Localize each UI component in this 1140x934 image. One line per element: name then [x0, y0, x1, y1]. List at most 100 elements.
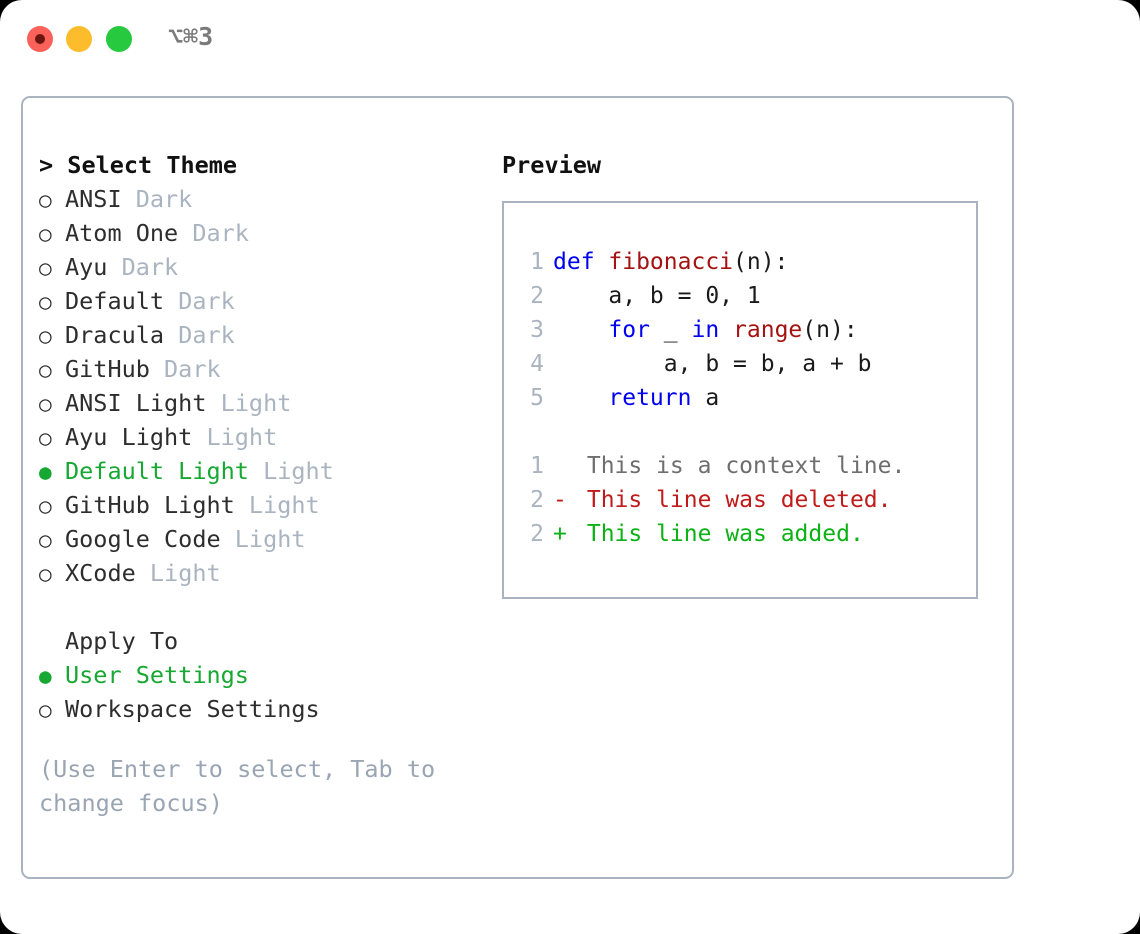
theme-item-mode-badge: Light	[192, 423, 278, 451]
radio-unselected-icon: ○	[39, 528, 52, 552]
line-number: 2	[530, 521, 544, 547]
theme-item-label: GitHub	[65, 355, 150, 383]
radio-unselected-icon: ○	[39, 698, 52, 722]
theme-item-xcode[interactable]: ○ XCode Light	[39, 556, 479, 590]
line-number: 4	[530, 351, 544, 377]
code-line: 5 return a	[518, 381, 976, 415]
code-token: _	[649, 317, 692, 343]
close-button[interactable]	[27, 26, 53, 52]
theme-item-ayu[interactable]: ○ Ayu Dark	[39, 250, 479, 284]
keyboard-hint: (Use Enter to select, Tab to change focu…	[39, 755, 436, 817]
theme-item-label: Ayu	[65, 253, 108, 281]
diff-sample: 1 This is a context line.2- This line wa…	[518, 449, 976, 551]
code-token: def	[553, 249, 609, 275]
diff-text: This line was deleted.	[573, 487, 892, 513]
section-spacer	[39, 590, 479, 624]
theme-list[interactable]: ○ANSI Dark○Atom One Dark○Ayu Dark○Defaul…	[39, 182, 479, 590]
apply-to-item-user-settings[interactable]: ● User Settings	[39, 658, 479, 692]
theme-item-ansi[interactable]: ○ANSI Dark	[39, 182, 479, 216]
theme-item-mode-badge: Dark	[149, 355, 221, 383]
theme-item-label: XCode	[65, 559, 136, 587]
maximize-button[interactable]	[106, 26, 132, 52]
theme-item-mode-badge: Light	[206, 389, 292, 417]
theme-picker-window: > Select Theme ○ANSI Dark○Atom One Dark○…	[21, 96, 1014, 879]
theme-item-mode-badge: Light	[135, 559, 221, 587]
code-token	[553, 385, 608, 411]
theme-item-mode-badge: Dark	[164, 287, 235, 315]
code-token: (n):	[802, 317, 858, 343]
theme-item-mode-badge: Light	[248, 457, 334, 485]
radio-unselected-icon: ○	[39, 562, 52, 586]
theme-item-mode-badge: Dark	[164, 321, 235, 349]
radio-unselected-icon: ○	[39, 426, 52, 450]
line-number: 2	[530, 283, 544, 309]
theme-item-label: ANSI	[65, 185, 122, 213]
theme-item-github[interactable]: ○ GitHub Dark	[39, 352, 479, 386]
theme-item-github-light[interactable]: ○GitHub Light Light	[39, 488, 479, 522]
theme-item-ansi-light[interactable]: ○ANSI Light Light	[39, 386, 479, 420]
close-icon	[35, 34, 45, 44]
line-number: 3	[530, 317, 544, 343]
code-token: range	[733, 317, 803, 343]
code-token: a	[691, 385, 720, 411]
apply-to-item-workspace-settings[interactable]: ○Workspace Settings	[39, 692, 479, 726]
code-token: (n):	[733, 249, 789, 275]
diff-line: 1 This is a context line.	[518, 449, 976, 483]
preview-title: Preview	[502, 151, 602, 179]
radio-unselected-icon: ○	[39, 358, 52, 382]
code-diff-separator	[518, 415, 976, 449]
diff-text: This line was added.	[573, 521, 864, 547]
code-line: 4 a, b = b, a + b	[518, 347, 976, 381]
code-token: a, b = 0, 1	[553, 283, 761, 309]
diff-marker: -	[553, 487, 567, 513]
select-theme-header: > Select Theme	[39, 148, 479, 182]
minimize-button[interactable]	[66, 26, 92, 52]
line-number: 5	[530, 385, 544, 411]
theme-item-mode-badge: Light	[234, 491, 320, 519]
apply-to-header-label: Apply To	[65, 627, 179, 655]
radio-unselected-icon: ○	[39, 290, 52, 314]
theme-item-mode-badge: Dark	[121, 185, 193, 213]
theme-item-mode-badge: Light	[220, 525, 306, 553]
apply-to-list[interactable]: ● User Settings ○Workspace Settings	[39, 658, 479, 726]
theme-item-google-code[interactable]: ○ Google Code Light	[39, 522, 479, 556]
code-token: return	[608, 385, 692, 411]
theme-item-default[interactable]: ○ Default Dark	[39, 284, 479, 318]
code-token: a, b = b, a + b	[553, 351, 872, 377]
line-number: 1	[530, 453, 544, 479]
theme-item-default-light[interactable]: ● Default Light Light	[39, 454, 479, 488]
radio-unselected-icon: ○	[39, 256, 52, 280]
theme-item-label: Atom One	[65, 219, 179, 247]
radio-unselected-icon: ○	[39, 494, 52, 518]
code-token	[719, 317, 733, 343]
code-line: 3 for _ in range(n):	[518, 313, 976, 347]
apply-to-item-label: User Settings	[65, 661, 249, 689]
theme-item-label: Default	[65, 287, 165, 315]
code-token	[553, 317, 608, 343]
diff-marker	[553, 449, 573, 483]
theme-item-label: Google Code	[65, 525, 221, 553]
theme-item-atom-one[interactable]: ○Atom One Dark	[39, 216, 479, 250]
diff-marker: +	[553, 521, 567, 547]
theme-item-ayu-light[interactable]: ○Ayu Light Light	[39, 420, 479, 454]
diff-line: 2 + This line was added.	[518, 517, 976, 551]
title-bar: ⌥⌘3	[0, 0, 1140, 78]
code-line: 2 a, b = 0, 1	[518, 279, 976, 313]
apply-to-header: ○Apply To	[39, 624, 479, 658]
theme-item-mode-badge: Dark	[178, 219, 249, 247]
code-token: fibonacci	[608, 249, 734, 275]
radio-selected-icon: ●	[39, 460, 52, 484]
theme-item-label: Default Light	[65, 457, 249, 485]
theme-item-dracula[interactable]: ○Dracula Dark	[39, 318, 479, 352]
diff-line: 2- This line was deleted.	[518, 483, 976, 517]
theme-selection-column: > Select Theme ○ANSI Dark○Atom One Dark○…	[39, 148, 479, 820]
select-theme-header-label: > Select Theme	[39, 151, 238, 179]
theme-item-mode-badge: Dark	[107, 253, 179, 281]
theme-item-label: Dracula	[65, 321, 165, 349]
radio-selected-icon: ●	[39, 664, 52, 688]
